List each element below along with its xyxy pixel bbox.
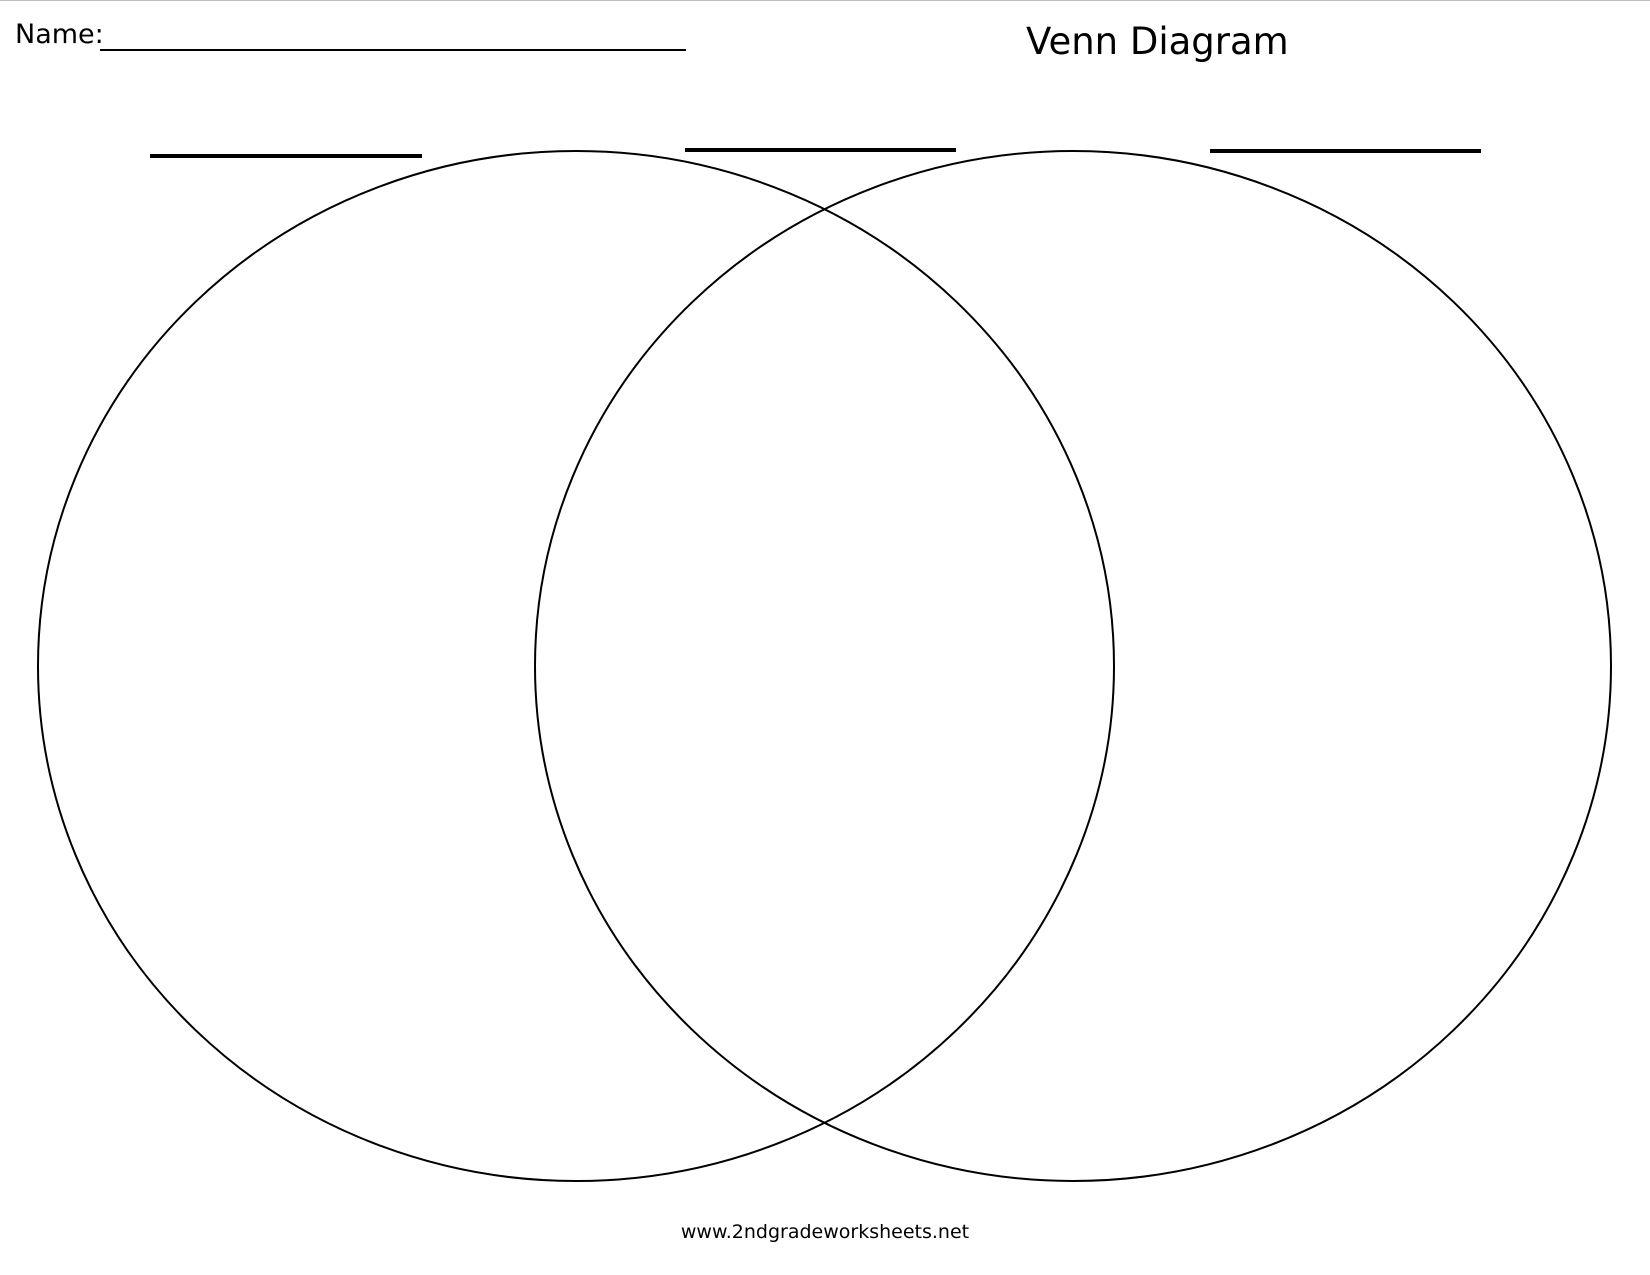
top-border [0, 0, 1650, 1]
page-title: Venn Diagram [1026, 20, 1289, 63]
left-circle [37, 150, 1115, 1182]
name-field-line[interactable] [100, 49, 686, 51]
right-circle [534, 150, 1612, 1182]
footer-url: www.2ndgradeworksheets.net [680, 1221, 970, 1243]
name-label: Name: [15, 19, 104, 50]
